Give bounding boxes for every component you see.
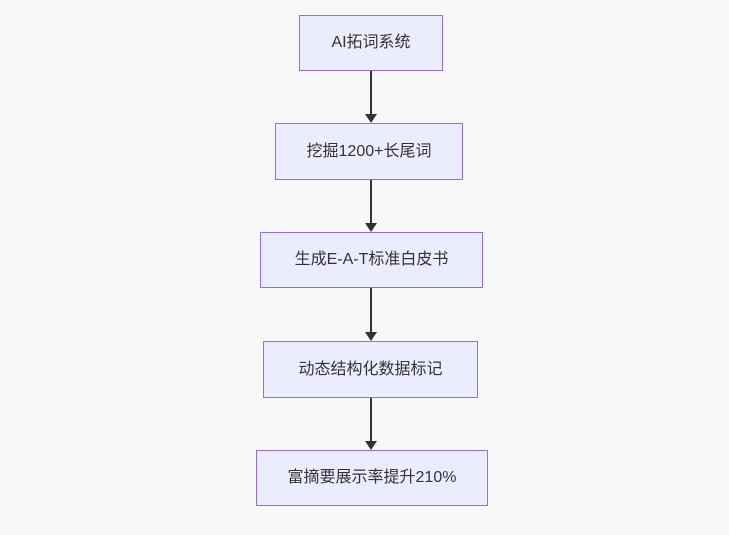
arrowhead-icon	[365, 332, 377, 341]
arrow-line	[370, 398, 372, 442]
node-label: AI拓词系统	[331, 34, 411, 52]
arrow-line	[370, 288, 372, 333]
arrowhead-icon	[365, 114, 377, 123]
arrowhead-icon	[365, 441, 377, 450]
flowchart-node-ai-system: AI拓词系统	[299, 15, 443, 71]
arrow-down-connector-4	[364, 398, 378, 450]
flowchart-node-eat-whitepaper: 生成E-A-T标准白皮书	[260, 232, 483, 288]
node-label: 动态结构化数据标记	[298, 360, 443, 378]
flowchart-node-longtail-keywords: 挖掘1200+长尾词	[275, 123, 463, 180]
arrow-down-connector-1	[364, 71, 378, 123]
node-label: 富摘要展示率提升210%	[287, 469, 457, 487]
flowchart-node-structured-data: 动态结构化数据标记	[263, 341, 478, 398]
node-label: 生成E-A-T标准白皮书	[294, 251, 449, 269]
flowchart-node-rich-snippet-rate: 富摘要展示率提升210%	[256, 450, 488, 506]
arrow-line	[370, 180, 372, 224]
arrow-line	[370, 71, 372, 115]
arrowhead-icon	[365, 223, 377, 232]
node-label: 挖掘1200+长尾词	[306, 142, 432, 160]
arrow-down-connector-3	[364, 288, 378, 341]
arrow-down-connector-2	[364, 180, 378, 232]
